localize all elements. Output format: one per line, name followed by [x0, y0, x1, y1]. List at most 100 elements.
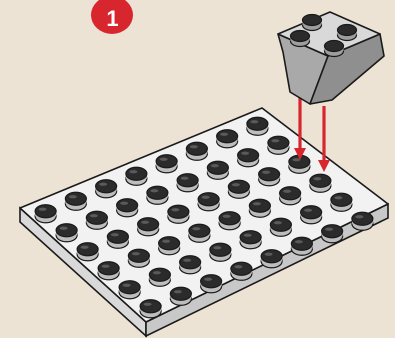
plate-stud-highlight — [153, 271, 161, 274]
plate-stud-highlight — [265, 253, 273, 256]
plate-stud-top — [301, 206, 322, 219]
plate-stud-highlight — [190, 145, 198, 148]
plate-stud-highlight — [295, 240, 303, 243]
plate-stud-highlight — [181, 177, 189, 180]
plate-stud-top — [65, 192, 86, 205]
plate-stud-highlight — [132, 252, 140, 255]
plate-stud-top — [280, 187, 301, 200]
plate-stud-top — [201, 275, 222, 288]
plate-stud-top — [98, 262, 119, 275]
plate-stud-top — [140, 300, 161, 313]
plate-stud-highlight — [355, 215, 363, 218]
plate-stud-top — [261, 250, 282, 263]
brick-stud-top — [291, 31, 310, 42]
plate-stud-top — [128, 249, 149, 262]
plate-stud-highlight — [90, 214, 98, 217]
plate-stud-top — [217, 130, 238, 143]
plate-stud-top — [189, 224, 210, 237]
plate-stud-top — [186, 142, 207, 155]
plate-stud-top — [352, 212, 373, 225]
plate-stud-top — [77, 243, 98, 256]
plate-stud-top — [86, 211, 107, 224]
plate-stud-top — [117, 199, 138, 212]
plate-stud-top — [231, 262, 252, 275]
plate-stud-highlight — [223, 215, 231, 218]
plate-stud-top — [291, 237, 312, 250]
plate-stud-highlight — [60, 227, 68, 230]
plate-stud-highlight — [202, 196, 210, 199]
brick-stud-top — [338, 25, 357, 36]
plate-stud-highlight — [183, 259, 191, 262]
plate-stud-top — [119, 281, 140, 294]
brick-stud-top — [325, 41, 344, 52]
plate-stud-highlight — [174, 290, 182, 293]
plate-stud-highlight — [250, 120, 258, 123]
step-badge: 1 — [90, 0, 135, 40]
plate-stud-top — [198, 193, 219, 206]
plate-stud-top — [35, 205, 56, 218]
plate-stud-highlight — [144, 303, 152, 306]
plate-stud-top — [147, 186, 168, 199]
plate-stud-highlight — [150, 189, 158, 192]
plate-stud-top — [331, 193, 352, 206]
plate-stud-highlight — [313, 177, 321, 180]
plate-stud-top — [107, 230, 128, 243]
plate-stud-top — [156, 155, 177, 168]
plate-stud-top — [210, 243, 231, 256]
plate-stud-top — [170, 287, 191, 300]
plate-stud-highlight — [204, 278, 212, 281]
plate-stud-highlight — [123, 284, 131, 287]
plate-stud-highlight — [325, 228, 333, 231]
plate-stud-top — [247, 117, 268, 130]
plate-stud-highlight — [241, 152, 249, 155]
plate-stud-highlight — [292, 158, 300, 161]
plate-stud-highlight — [162, 240, 170, 243]
plate-stud-highlight — [234, 265, 242, 268]
plate-stud-top — [268, 136, 289, 149]
plate-stud-highlight — [111, 233, 119, 236]
brick-stud-top — [303, 15, 322, 26]
plate-stud-highlight — [211, 164, 219, 167]
plate-stud-highlight — [232, 183, 240, 186]
plate-stud-highlight — [120, 202, 128, 205]
plate-stud-top — [126, 167, 147, 180]
plate-stud-highlight — [141, 221, 149, 224]
plate-stud-top — [207, 161, 228, 174]
plate-stud-top — [270, 218, 291, 231]
plate-stud-top — [180, 256, 201, 269]
plate-stud-highlight — [304, 209, 312, 212]
plate-stud-highlight — [129, 170, 137, 173]
plate-stud-top — [240, 231, 261, 244]
plate-stud-top — [219, 212, 240, 225]
plate-stud-top — [159, 237, 180, 250]
plate-stud-highlight — [192, 227, 200, 230]
plate-stud-highlight — [160, 158, 168, 161]
plate-stud-highlight — [39, 208, 47, 211]
plate-stud-top — [168, 205, 189, 218]
plate-stud-highlight — [220, 133, 228, 136]
plate-stud-highlight — [274, 221, 282, 224]
plate-stud-top — [322, 225, 343, 238]
plate-stud-highlight — [171, 208, 179, 211]
plate-stud-top — [259, 168, 280, 181]
plate-stud-highlight — [283, 190, 291, 193]
plate-stud-highlight — [244, 234, 252, 237]
plate-stud-top — [228, 180, 249, 193]
plate-stud-highlight — [69, 195, 77, 198]
plate-stud-top — [149, 268, 170, 281]
plate-stud-top — [96, 180, 117, 193]
plate-stud-top — [249, 199, 270, 212]
plate-stud-highlight — [271, 139, 279, 142]
plate-stud-highlight — [253, 202, 261, 205]
plate-stud-highlight — [99, 183, 107, 186]
plate-stud-top — [238, 149, 259, 162]
plate-stud-top — [177, 174, 198, 187]
plate-stud-highlight — [262, 171, 270, 174]
plate-stud-top — [310, 174, 331, 187]
plate-stud-top — [138, 218, 159, 231]
plate-stud-highlight — [102, 265, 110, 268]
plate-stud-highlight — [334, 196, 342, 199]
step-number: 1 — [106, 6, 118, 32]
